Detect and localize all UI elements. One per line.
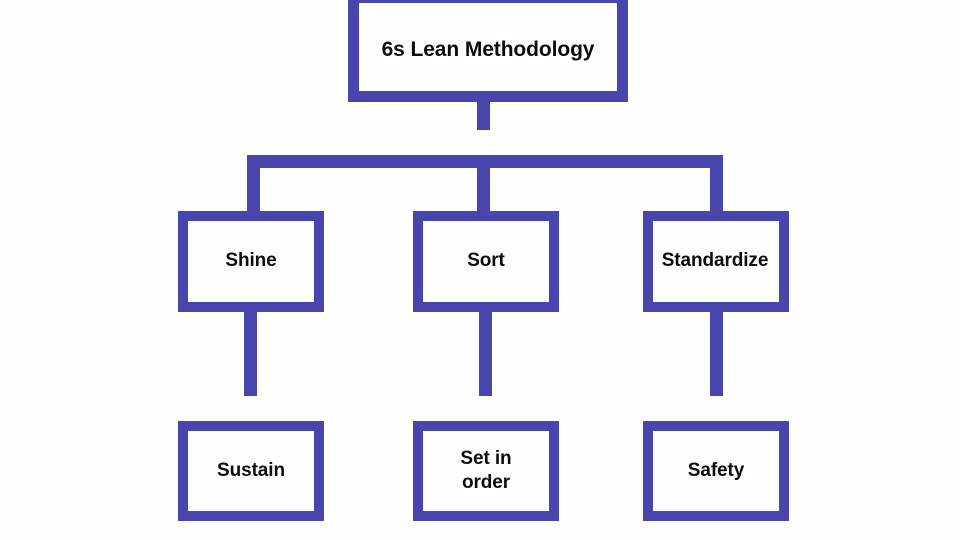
- connector-sort-to-set-in-order: [479, 310, 492, 396]
- connector-root-stem: [477, 102, 490, 130]
- node-standardize[interactable]: Standardize: [643, 211, 789, 312]
- connector-bus-to-standardize: [710, 155, 723, 215]
- node-set-in-order[interactable]: Set in order: [413, 421, 559, 521]
- node-label-sustain: Sustain: [217, 459, 285, 481]
- connector-standardize-to-safety: [710, 310, 723, 396]
- node-label-standardize: Standardize: [661, 250, 769, 272]
- connector-bus-to-shine: [247, 155, 260, 215]
- node-6s-lean-methodology[interactable]: 6s Lean Methodology: [348, 0, 628, 102]
- node-label-shine: Shine: [225, 250, 277, 272]
- node-label-safety: Safety: [687, 459, 745, 481]
- connector-bus-to-sort: [477, 155, 490, 215]
- node-safety[interactable]: Safety: [643, 421, 789, 521]
- node-sort[interactable]: Sort: [413, 211, 559, 312]
- connector-shine-to-sustain: [244, 310, 257, 396]
- node-shine[interactable]: Shine: [178, 211, 324, 312]
- node-label-set-in-order: Set in order: [460, 447, 512, 493]
- node-label-sort: Sort: [467, 250, 505, 272]
- node-sustain[interactable]: Sustain: [178, 421, 324, 521]
- node-label-root: 6s Lean Methodology: [381, 37, 595, 61]
